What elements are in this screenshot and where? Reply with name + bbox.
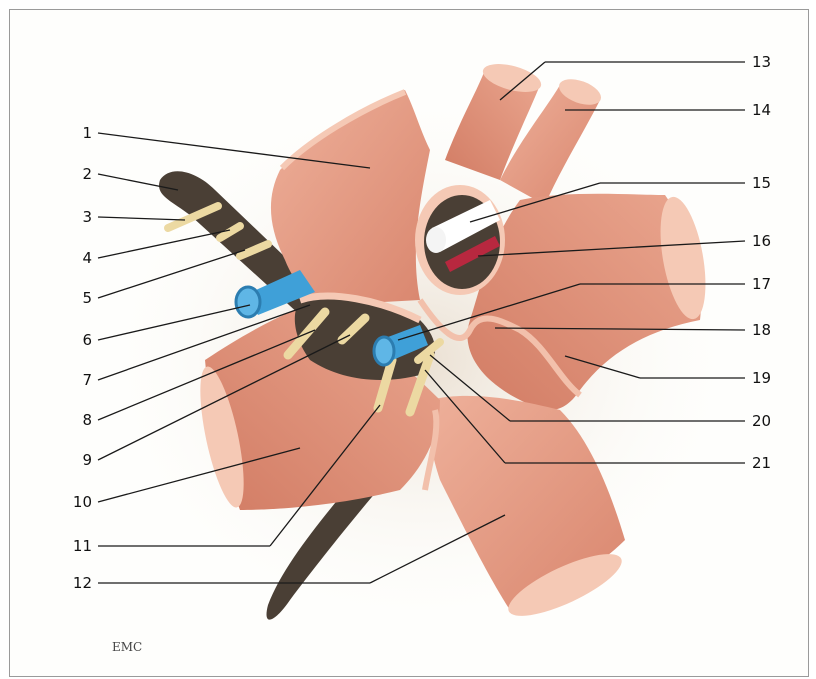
label-7: 7 xyxy=(64,372,92,388)
label-13: 13 xyxy=(752,54,780,70)
label-17: 17 xyxy=(752,276,780,292)
label-19: 19 xyxy=(752,370,780,386)
label-14: 14 xyxy=(752,102,780,118)
label-16: 16 xyxy=(752,233,780,249)
label-21: 21 xyxy=(752,455,780,471)
publisher-logo: EMC xyxy=(112,640,142,654)
label-1: 1 xyxy=(64,125,92,141)
label-15: 15 xyxy=(752,175,780,191)
label-4: 4 xyxy=(64,250,92,266)
label-6: 6 xyxy=(64,332,92,348)
label-5: 5 xyxy=(64,290,92,306)
label-9: 9 xyxy=(64,452,92,468)
label-11: 11 xyxy=(64,538,92,554)
label-8: 8 xyxy=(64,412,92,428)
label-18: 18 xyxy=(752,322,780,338)
label-20: 20 xyxy=(752,413,780,429)
label-3: 3 xyxy=(64,209,92,225)
label-10: 10 xyxy=(64,494,92,510)
label-2: 2 xyxy=(64,166,92,182)
label-12: 12 xyxy=(64,575,92,591)
